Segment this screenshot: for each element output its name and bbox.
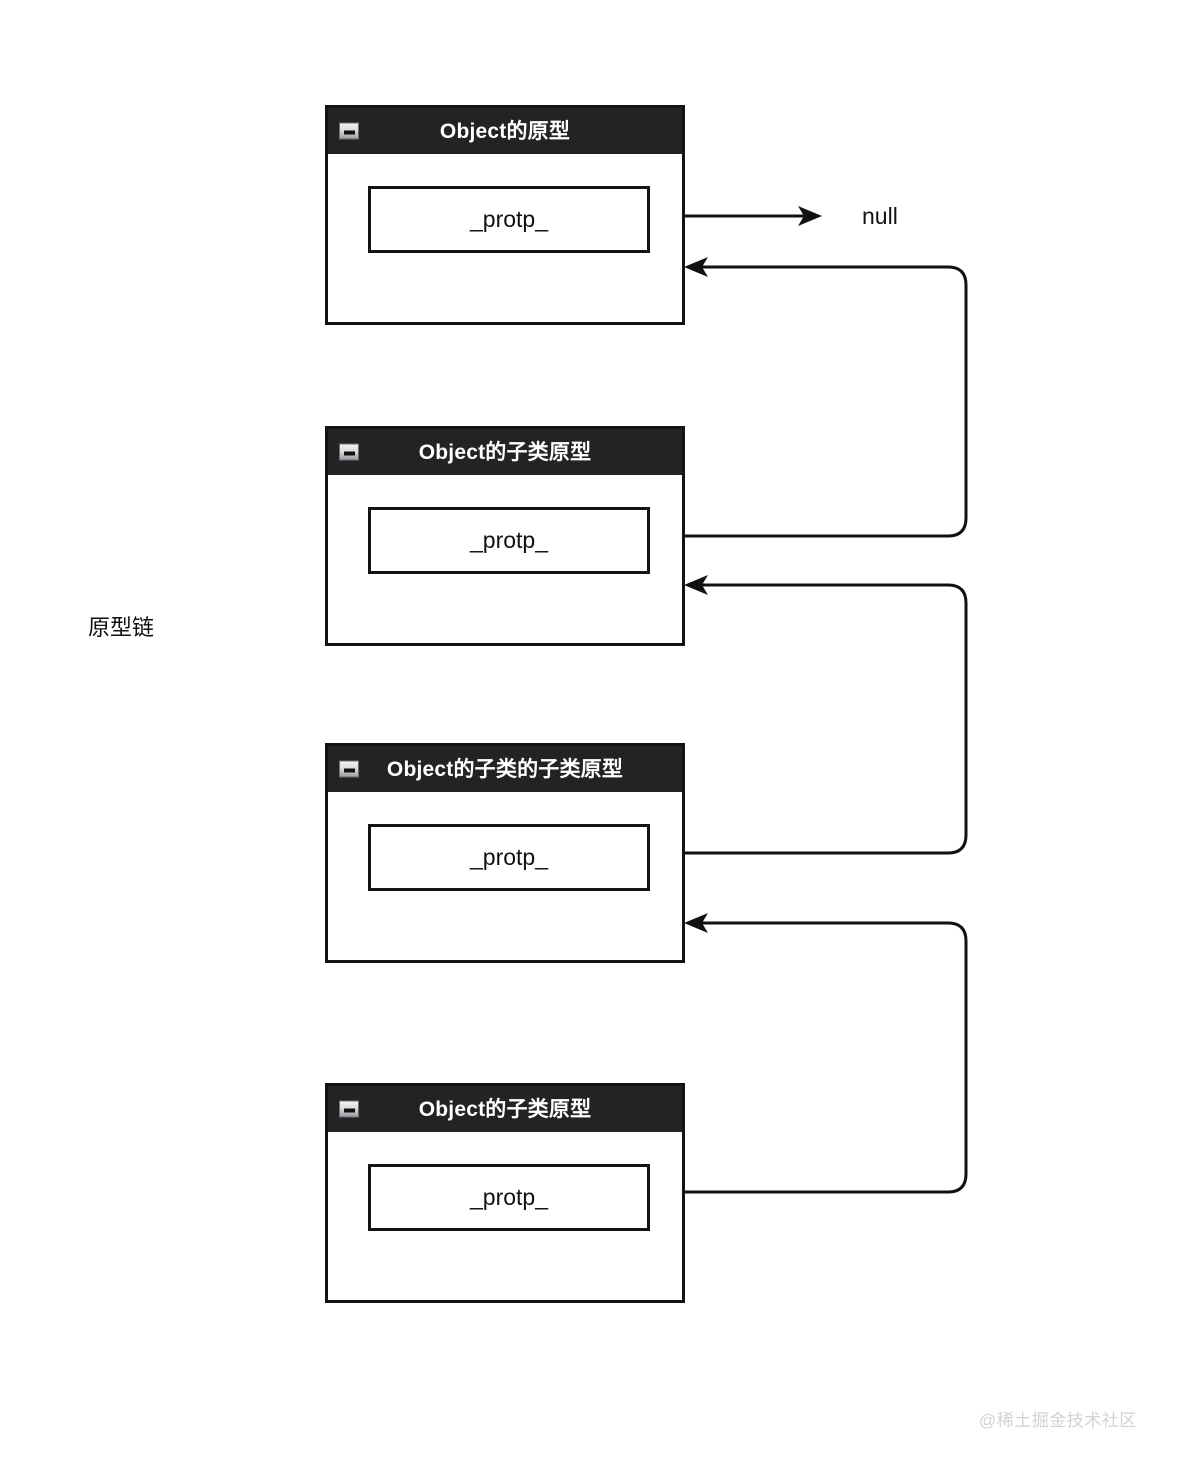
- node-object-subclass-subclass-prototype[interactable]: Object的子类的子类原型 _protp_: [325, 743, 685, 963]
- diagram-title-label: 原型链: [88, 615, 155, 640]
- node-object-prototype[interactable]: Object的原型 _protp_: [325, 105, 685, 325]
- field-box-protp[interactable]: _protp_: [368, 1164, 650, 1231]
- minimize-icon[interactable]: [339, 1100, 359, 1118]
- node-title: Object的子类原型: [418, 440, 592, 464]
- node-title: Object的原型: [439, 119, 571, 143]
- connector-subsub-to-sub: [647, 575, 968, 855]
- null-label: null: [862, 203, 898, 229]
- node-body: _protp_: [328, 475, 682, 643]
- node-body: _protp_: [328, 792, 682, 960]
- minimize-icon[interactable]: [339, 443, 359, 461]
- node-title: Object的子类原型: [418, 1097, 592, 1121]
- watermark: @稀土掘金技术社区: [979, 1411, 1137, 1430]
- minimize-icon[interactable]: [339, 760, 359, 778]
- connector-sub-to-proto: [647, 257, 968, 538]
- field-label: _protp_: [469, 844, 548, 870]
- node-header: Object的子类原型: [328, 429, 682, 475]
- node-body: _protp_: [328, 1132, 682, 1300]
- minimize-icon[interactable]: [339, 122, 359, 140]
- field-box-protp[interactable]: _protp_: [368, 824, 650, 891]
- node-object-subclass-prototype-2[interactable]: Object的子类原型 _protp_: [325, 1083, 685, 1303]
- field-label: _protp_: [469, 1184, 548, 1210]
- node-header: Object的原型: [328, 108, 682, 154]
- field-label: _protp_: [469, 206, 548, 232]
- field-box-protp[interactable]: _protp_: [368, 507, 650, 574]
- connector-sub2-to-subsub: [647, 913, 968, 1194]
- node-title: Object的子类的子类原型: [386, 757, 624, 781]
- node-header: Object的子类原型: [328, 1086, 682, 1132]
- node-body: _protp_: [328, 154, 682, 322]
- field-label: _protp_: [469, 527, 548, 553]
- node-object-subclass-prototype[interactable]: Object的子类原型 _protp_: [325, 426, 685, 646]
- field-box-protp[interactable]: _protp_: [368, 186, 650, 253]
- node-header: Object的子类的子类原型: [328, 746, 682, 792]
